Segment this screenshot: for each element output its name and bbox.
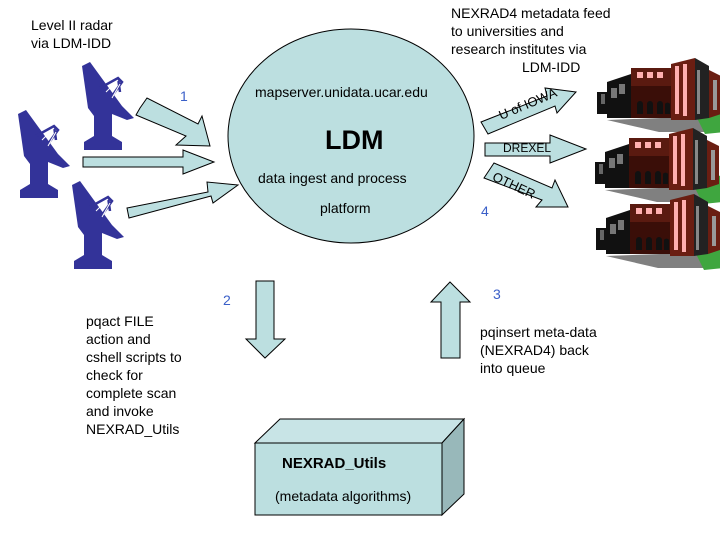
pqact-line: and invoke	[86, 403, 154, 419]
source-label-line: via LDM-IDD	[31, 35, 112, 51]
platform-label-line: platform	[320, 200, 371, 216]
nexrad-utils-title: NEXRAD_Utils	[282, 455, 387, 472]
pqinsert-line: pqinsert meta-data	[480, 324, 597, 340]
pqact-description: pqact FILE action and cshell scripts to …	[86, 312, 182, 438]
feed-label-line: to universities and	[451, 23, 564, 39]
destination-arrow-drexel	[484, 134, 588, 164]
step-number-3: 3	[493, 286, 501, 302]
nexrad-utils-box	[253, 417, 466, 517]
step-number-2: 2	[223, 292, 231, 308]
destination-arrow-other	[483, 162, 569, 208]
destination-label-drexel: DREXEL	[503, 141, 552, 155]
feed-label: NEXRAD4 metadata feed to universities an…	[451, 4, 611, 76]
server-hostname: mapserver.unidata.ucar.edu	[255, 84, 428, 100]
university-building-icon	[597, 58, 720, 134]
pqact-line: check for	[86, 367, 143, 383]
nexrad-utils-subtitle: (metadata algorithms)	[275, 488, 412, 504]
feed-label-line: research institutes via	[451, 41, 587, 57]
step-number-1: 1	[180, 88, 188, 104]
university-building-icon	[595, 128, 720, 204]
pqact-line: cshell scripts to	[86, 349, 182, 365]
ldm-platform-ellipse	[227, 28, 475, 244]
pqinsert-line: (NEXRAD4) back	[480, 342, 589, 358]
pqinsert-up-arrow	[429, 281, 472, 359]
pqact-line: NEXRAD_Utils	[86, 421, 180, 437]
radar-dish-icon	[80, 60, 136, 152]
ldm-title: LDM	[325, 125, 384, 155]
source-label: Level II radar via LDM-IDD	[31, 16, 113, 52]
feed-label-line: NEXRAD4 metadata feed	[451, 5, 611, 21]
source-label-line: Level II radar	[31, 17, 113, 33]
ingest-arrow	[82, 149, 216, 175]
step-number-4: 4	[481, 203, 489, 219]
pqinsert-line: into queue	[480, 360, 546, 376]
ingest-arrow	[126, 181, 240, 219]
pqact-down-arrow	[244, 280, 287, 359]
radar-dish-icon	[70, 179, 126, 271]
platform-label-line: data ingest and process	[258, 170, 407, 186]
pqact-line: pqact FILE	[86, 313, 154, 329]
university-building-icon	[596, 194, 720, 270]
radar-dish-icon	[16, 108, 72, 200]
ingest-arrow	[135, 97, 211, 147]
pqact-line: complete scan	[86, 385, 177, 401]
pqinsert-description: pqinsert meta-data (NEXRAD4) back into q…	[480, 323, 597, 377]
feed-label-line: LDM-IDD	[522, 59, 581, 75]
pqact-line: action and	[86, 331, 151, 347]
destination-arrow-iowa	[480, 87, 578, 135]
